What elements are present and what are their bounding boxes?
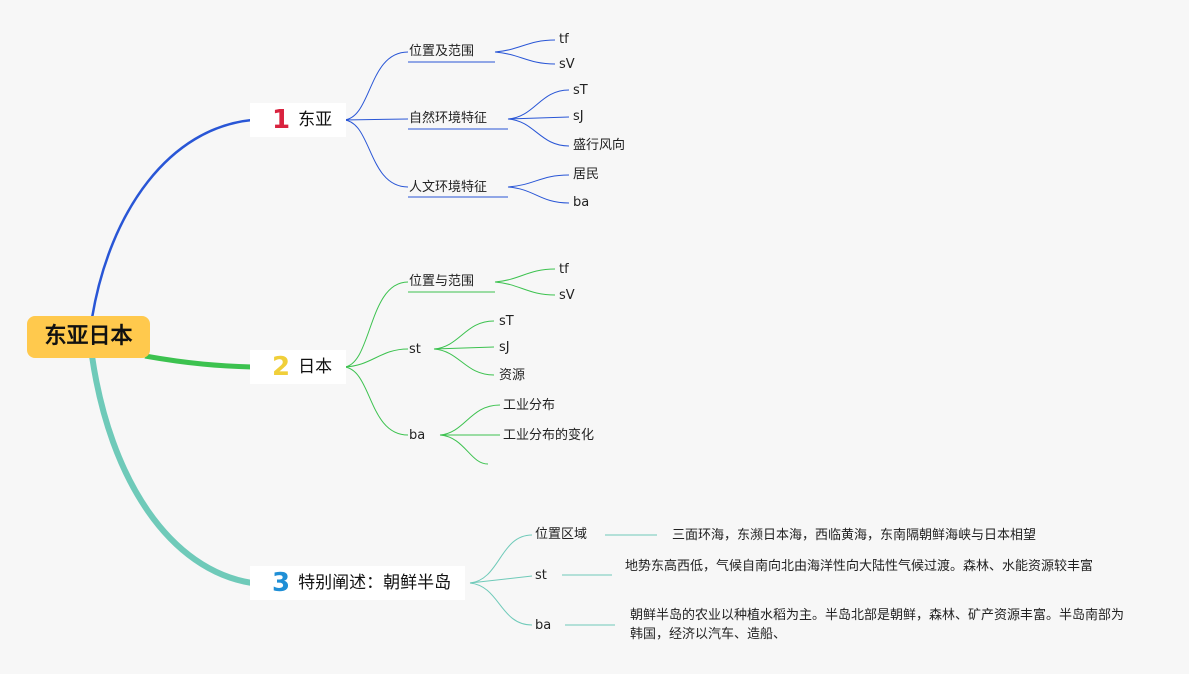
connectors-topic3 bbox=[469, 534, 657, 626]
connectors-topic1 bbox=[343, 39, 570, 204]
root-label: 东亚日本 bbox=[44, 324, 133, 349]
leaf-item[interactable]: sT bbox=[499, 314, 514, 329]
topic-label: 日本 bbox=[298, 356, 333, 377]
leaf-item[interactable]: sJ bbox=[499, 340, 510, 355]
subtopic-human-environment[interactable]: 人文环境特征 bbox=[409, 180, 488, 195]
subtopic-ba[interactable]: ba bbox=[535, 618, 552, 633]
leaf-item[interactable]: 工业分布 bbox=[503, 398, 556, 413]
topic-japan[interactable]: 2 日本 bbox=[250, 350, 347, 384]
leaf-item[interactable]: sJ bbox=[573, 109, 584, 124]
leaf-item[interactable]: tf bbox=[559, 262, 569, 277]
subtopic-ba[interactable]: ba bbox=[409, 428, 426, 443]
subtopic-location-range[interactable]: 位置与范围 bbox=[409, 274, 475, 289]
leaf-item[interactable]: 居民 bbox=[573, 167, 600, 182]
subtopic-location-range[interactable]: 位置及范围 bbox=[409, 44, 475, 59]
note-ba[interactable]: 朝鲜半岛的农业以种植水稻为主。半岛北部是朝鲜，森林、矿产资源丰富。半岛南部为韩国… bbox=[630, 608, 1125, 642]
leaf-item[interactable]: tf bbox=[559, 32, 569, 47]
topic-korean-peninsula[interactable]: 3 特别阐述：朝鲜半岛 bbox=[250, 566, 466, 600]
connectors-topic2 bbox=[343, 268, 556, 465]
connector-root-topic2 bbox=[144, 353, 253, 370]
subtopic-location-area[interactable]: 位置区域 bbox=[535, 527, 588, 542]
topic-label: 特别阐述：朝鲜半岛 bbox=[298, 572, 452, 593]
subtopic-st[interactable]: st bbox=[409, 342, 421, 357]
topic-east-asia[interactable]: 1 东亚 bbox=[250, 103, 347, 137]
topic-label: 东亚 bbox=[298, 109, 333, 130]
leaf-item[interactable]: 资源 bbox=[499, 368, 526, 383]
root-node[interactable]: 东亚日本 bbox=[27, 316, 150, 358]
leaf-item[interactable]: ba bbox=[573, 195, 590, 210]
leaf-item[interactable]: sT bbox=[573, 83, 588, 98]
leaf-item[interactable]: sV bbox=[559, 288, 575, 303]
leaf-item[interactable]: 盛行风向 bbox=[573, 138, 626, 153]
leaf-item[interactable]: 工业分布的变化 bbox=[503, 428, 595, 443]
leaf-item[interactable]: sV bbox=[559, 57, 575, 72]
subtopic-st[interactable]: st bbox=[535, 568, 547, 583]
connector-root-topic1 bbox=[90, 118, 253, 319]
subtopic-natural-environment[interactable]: 自然环境特征 bbox=[409, 111, 488, 126]
number-1-badge: 1 bbox=[272, 105, 291, 135]
note-st[interactable]: 地势东高西低，气候自南向北由海洋性向大陆性气候过渡。森林、水能资源较丰富 bbox=[625, 559, 1094, 574]
number-2-badge: 2 bbox=[272, 352, 291, 382]
number-3-badge: 3 bbox=[272, 568, 291, 598]
connector-root-topic3 bbox=[89, 355, 253, 586]
note-location-area[interactable]: 三面环海，东濒日本海，西临黄海，东南隔朝鲜海峡与日本相望 bbox=[672, 528, 1037, 543]
